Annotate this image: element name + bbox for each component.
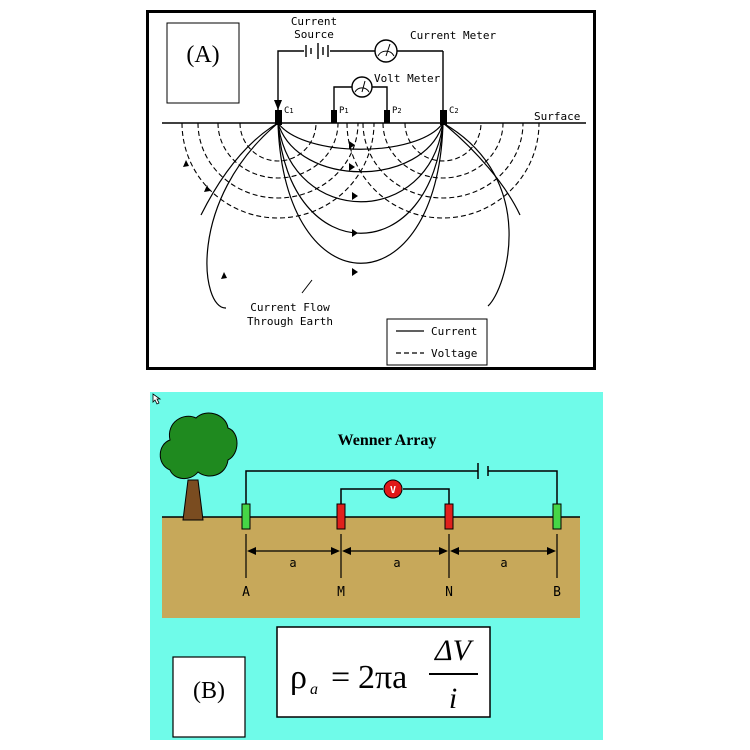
legend: Current Voltage <box>386 318 488 366</box>
electrode-c1-subscript: 1 <box>289 107 293 115</box>
panel-a-label: (A) <box>186 42 219 68</box>
flow-caption-line1: Current Flow <box>250 301 330 314</box>
formula-denominator: i <box>449 682 457 715</box>
tree-icon <box>159 412 238 521</box>
arrow-icon <box>274 100 282 110</box>
current-source-label-line2: Source <box>294 28 334 41</box>
spacing-arrows <box>247 547 556 555</box>
electrode-c1-letter: C <box>284 106 289 116</box>
electrode-p2-letter: P <box>392 106 398 116</box>
current-circuit <box>245 470 558 504</box>
formula-rho-subscript: a <box>310 681 318 698</box>
spacing-label-3: a <box>500 556 507 570</box>
panel-a: (A) Current Source Current Meter Volt Me… <box>146 10 596 370</box>
formula-factor: 2πa <box>358 659 407 696</box>
ground-block <box>162 517 580 618</box>
legend-current-label: Current <box>431 325 477 338</box>
electrode-m <box>336 503 346 530</box>
panel-b: Wenner Array V a a a A M N B (B) <box>150 392 603 740</box>
battery-icon <box>305 43 329 59</box>
electrode-p2-label: P2 <box>392 106 402 116</box>
electrode-a <box>241 503 251 530</box>
current-circuit <box>277 50 444 113</box>
electrode-p1 <box>331 110 337 123</box>
flow-arrows <box>183 141 358 279</box>
volt-meter-icon <box>351 76 373 98</box>
panel-a-label-box <box>166 22 240 104</box>
electrode-n <box>444 503 454 530</box>
panel-a-diagram: (A) Current Source Current Meter Volt Me… <box>146 10 596 370</box>
diagram-title: Wenner Array <box>338 432 437 449</box>
formula-numerator: ΔV <box>434 634 475 667</box>
cursor-icon <box>152 393 162 405</box>
resistivity-formula: ρ a = 2πa ΔV i <box>290 634 478 715</box>
surface-label: Surface <box>534 110 580 123</box>
electrode-c2-subscript: 2 <box>454 107 458 115</box>
electrode-label-a: A <box>242 585 250 600</box>
electrode-p1-letter: P <box>339 106 345 116</box>
electrode-p2 <box>384 110 390 123</box>
panel-b-diagram: Wenner Array V a a a A M N B (B) <box>150 392 603 740</box>
formula-equals: = <box>331 659 350 696</box>
spacing-markers <box>245 534 558 578</box>
electrode-c2-label: C2 <box>449 106 459 116</box>
electrode-c1 <box>275 110 282 125</box>
legend-voltage-label: Voltage <box>431 347 477 360</box>
spacing-label-1: a <box>289 556 296 570</box>
voltmeter-icon: V <box>383 479 403 499</box>
panel-b-label: (B) <box>193 678 225 704</box>
formula-rho: ρ <box>290 659 307 696</box>
equipotential-lines <box>181 122 540 219</box>
electrode-label-b: B <box>553 585 561 600</box>
battery-icon <box>477 463 489 479</box>
volt-meter-label: Volt Meter <box>374 72 441 85</box>
electrode-c1-label: C1 <box>284 106 294 116</box>
electrode-p2-subscript: 2 <box>397 107 401 115</box>
current-meter-icon <box>374 39 398 63</box>
voltmeter-symbol: V <box>390 485 396 496</box>
electrode-label-m: M <box>337 585 345 600</box>
electrode-c2-letter: C <box>449 106 454 116</box>
electrode-p1-subscript: 1 <box>344 107 348 115</box>
flow-caption-line2: Through Earth <box>247 315 333 328</box>
panel-b-label-box <box>172 656 246 738</box>
formula-box <box>276 626 491 718</box>
electrode-p1-label: P1 <box>339 106 349 116</box>
current-source-label-line1: Current <box>291 15 337 28</box>
electrode-label-n: N <box>445 585 453 600</box>
electrode-b <box>552 503 562 530</box>
current-meter-label: Current Meter <box>410 29 496 42</box>
electrode-c2 <box>440 110 447 125</box>
caption-leader-line <box>301 279 313 294</box>
spacing-label-2: a <box>393 556 400 570</box>
